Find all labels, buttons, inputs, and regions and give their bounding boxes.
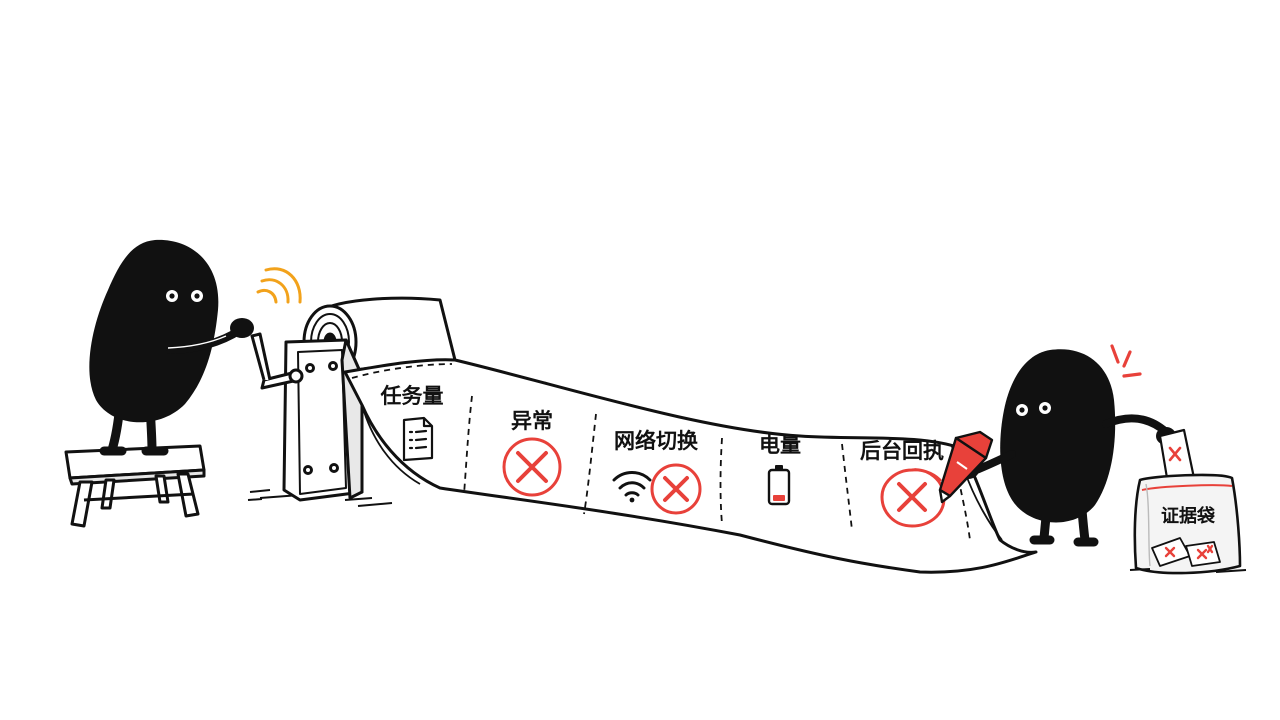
document-icon bbox=[402, 416, 434, 462]
left-character-eyes bbox=[166, 290, 203, 302]
crank-motion-lines bbox=[256, 267, 302, 304]
low-battery-icon bbox=[767, 465, 791, 506]
evidence-bag: 证据袋 bbox=[1129, 428, 1247, 575]
error-circle-icon bbox=[650, 463, 702, 515]
segment-label-exception: 异常 bbox=[511, 409, 553, 433]
segment-label-battery: 电量 bbox=[759, 433, 801, 457]
scroll-machine bbox=[247, 296, 457, 507]
wifi-icon bbox=[612, 471, 652, 503]
left-character bbox=[89, 239, 254, 456]
segment-dividers bbox=[463, 395, 971, 541]
evidence-bag-label: 证据袋 bbox=[1161, 505, 1216, 527]
error-circle-icon bbox=[502, 437, 562, 497]
right-character-body bbox=[1000, 349, 1116, 523]
left-character-body bbox=[89, 239, 219, 423]
paper-strip bbox=[343, 358, 1038, 574]
left-character-hand bbox=[230, 318, 254, 338]
paper-scroll: 任务量 异常 网络切换 电量 后台回执 bbox=[343, 358, 1038, 574]
red-pen-icon bbox=[938, 430, 994, 504]
segment-label-background-receipt: 后台回执 bbox=[860, 439, 944, 463]
alert-lines-icon bbox=[1110, 344, 1142, 378]
segment-label-network-switch: 网络切换 bbox=[614, 429, 699, 453]
stool bbox=[64, 444, 206, 528]
right-character-eyes bbox=[1016, 402, 1051, 416]
right-character bbox=[957, 349, 1176, 547]
segment-label-task-volume: 任务量 bbox=[380, 384, 444, 408]
